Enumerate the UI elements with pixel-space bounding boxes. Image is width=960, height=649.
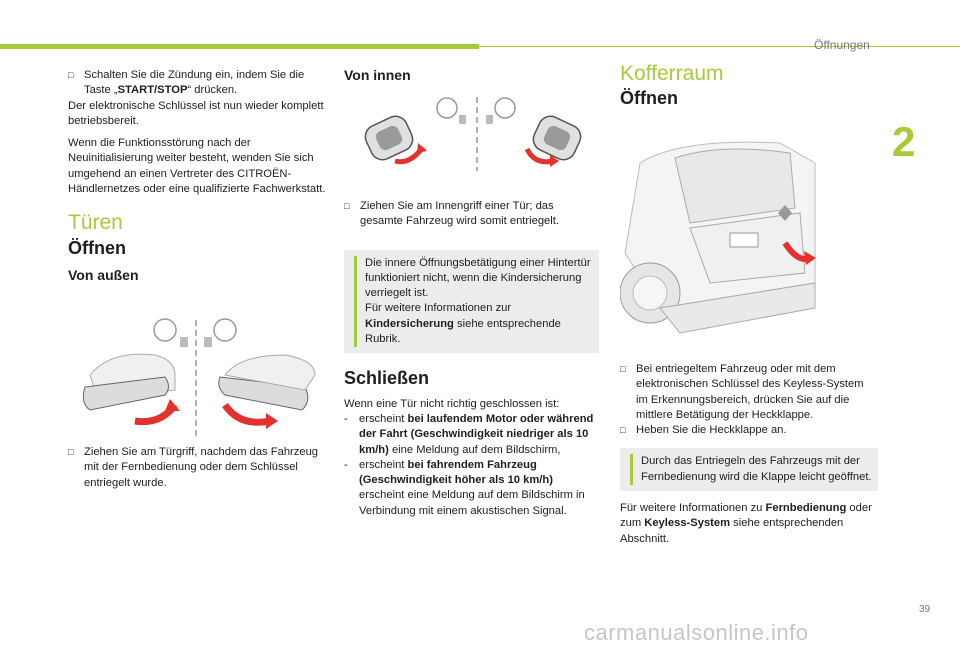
reference-paragraph: Für weitere Informationen zu Fernbedienu… [620, 502, 872, 545]
column-middle: Von innen [344, 67, 599, 83]
bullet-item: □ Heben Sie die Heckklappe an. [620, 423, 878, 438]
column-middle-body: □ Ziehen Sie am Innengriff einer Tür; da… [344, 199, 599, 519]
outside-door-handle-illustration [82, 318, 316, 440]
checkbox-bullet-icon: □ [620, 425, 626, 436]
checkbox-bullet-icon: □ [620, 364, 626, 374]
note-text: Die innere Öffnungsbetätigung einer Hint… [365, 256, 591, 300]
bullet-item: □ Bei entriegeltem Fahrzeug oder mit dem… [620, 362, 878, 423]
watermark: carmanualsonline.info [584, 620, 809, 645]
paragraph: Der elektronische Schlüssel ist nun wied… [68, 99, 324, 127]
checkbox-bullet-icon: □ [344, 201, 350, 211]
column-left: □ Schalten Sie die Zündung ein, indem Si… [68, 68, 330, 283]
dash-item: - erscheint bei fahrendem Fahrzeug (Gesc… [344, 458, 585, 517]
inside-door-handle-illustration [364, 97, 582, 171]
info-icon [354, 255, 357, 348]
note-text: Durch das Entriegeln des Fahrzeugs mit d… [641, 455, 872, 483]
heading: Öffnen [68, 237, 126, 258]
section-title: Kofferraum [620, 62, 724, 85]
info-note: Durch das Entriegeln des Fahrzeugs mit d… [620, 448, 878, 492]
checkbox-bullet-icon: □ [68, 70, 74, 80]
column-left-bottom: □ Ziehen Sie am Türgriff, nachdem das Fa… [68, 445, 330, 491]
dash-item: - erscheint bei laufendem Motor oder wäh… [344, 412, 594, 456]
heading: Öffnen [620, 88, 678, 109]
column-right: Kofferraum Öffnen [620, 62, 880, 109]
bullet-item: □ Ziehen Sie am Türgriff, nachdem das Fa… [68, 445, 330, 491]
subheading: Von innen [344, 67, 411, 83]
heading: Schließen [344, 368, 430, 389]
paragraph: Wenn die Funktionsstörung nach der Neuin… [68, 137, 326, 196]
header-accent-bar [0, 44, 479, 49]
page-number: 39 [919, 604, 931, 615]
column-right-body: □ Bei entriegeltem Fahrzeug oder mit dem… [620, 362, 878, 547]
paragraph: Wenn eine Tür nicht richtig geschlossen … [344, 397, 560, 410]
section-title: Türen [68, 211, 123, 235]
section-label: Öffnungen [814, 38, 870, 52]
subheading: Von außen [68, 266, 139, 283]
bullet-item: □ Ziehen Sie am Innengriff einer Tür; da… [344, 199, 599, 230]
bullet-item: □ Schalten Sie die Zündung ein, indem Si… [68, 68, 330, 99]
info-note: Die innere Öffnungsbetätigung einer Hint… [344, 249, 599, 354]
chapter-number: 2 [892, 118, 916, 165]
tailgate-illustration [620, 141, 816, 334]
header-rule [479, 46, 960, 47]
checkbox-bullet-icon: □ [68, 447, 74, 457]
info-icon [630, 454, 633, 486]
